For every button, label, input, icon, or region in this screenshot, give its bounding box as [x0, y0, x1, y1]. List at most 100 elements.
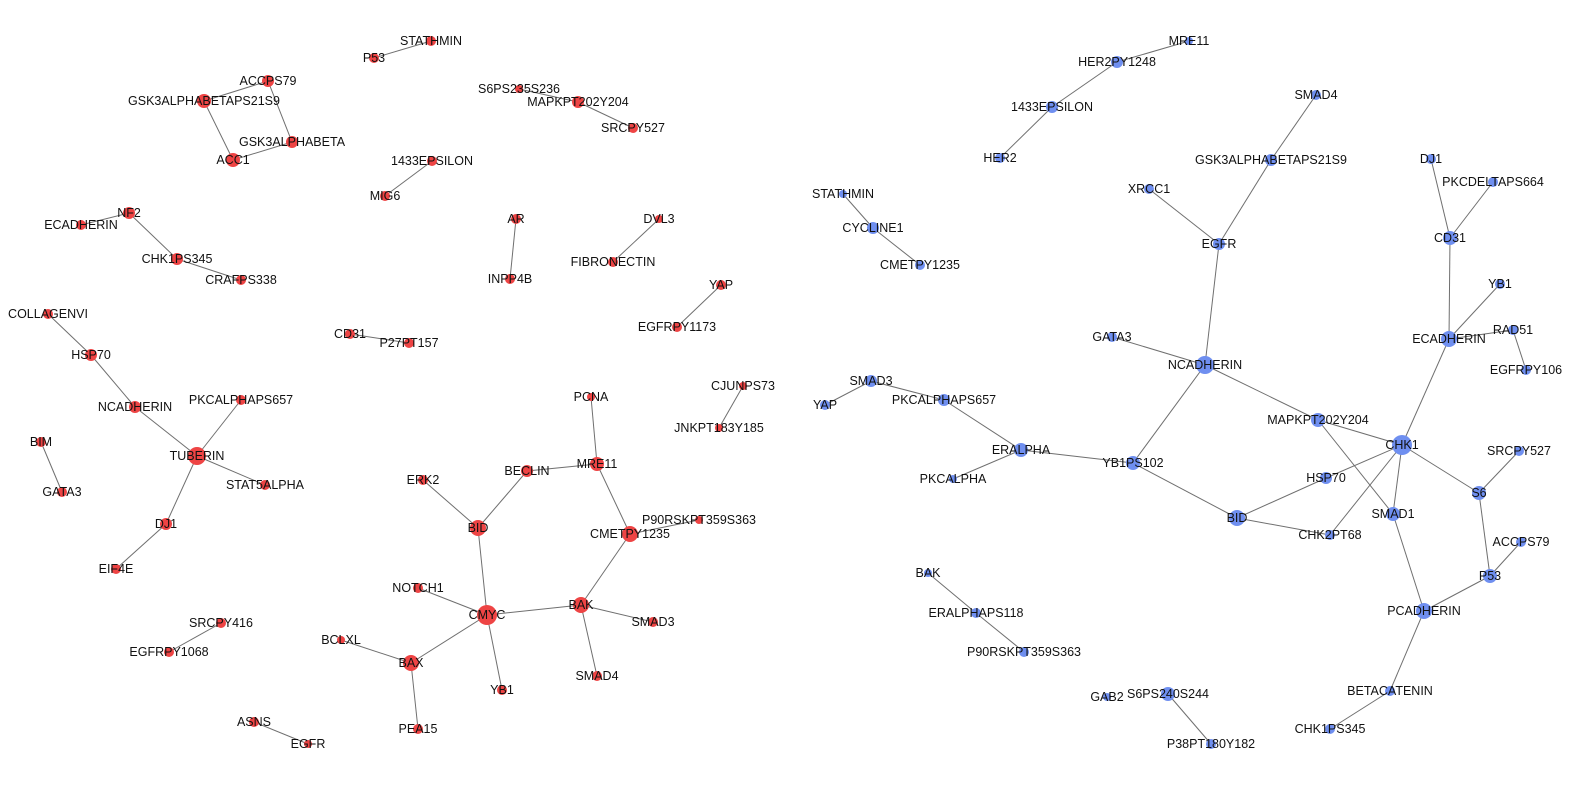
node-red-smad4[interactable] — [592, 671, 602, 681]
node-red-p53[interactable] — [369, 53, 379, 63]
node-blue-cd31[interactable] — [1443, 231, 1457, 245]
node-blue-pkcalpha[interactable] — [949, 475, 957, 483]
node-red-dvl3[interactable] — [655, 215, 663, 223]
node-red-chk1ps345[interactable] — [171, 253, 183, 265]
node-blue-xrcc1[interactable] — [1144, 184, 1154, 194]
node-red-dj1[interactable] — [160, 518, 172, 530]
node-blue-rad51[interactable] — [1508, 325, 1518, 335]
node-blue-yb1[interactable] — [1495, 279, 1505, 289]
node-blue-yap[interactable] — [820, 400, 830, 410]
node-blue-p38pt180y182[interactable] — [1206, 739, 1216, 749]
node-red-acc1[interactable] — [226, 153, 240, 167]
node-blue-mre11[interactable] — [1185, 37, 1193, 45]
node-red-gsk3alphabetaps21s9[interactable] — [197, 94, 211, 108]
node-blue-egfr[interactable] — [1213, 238, 1225, 250]
node-red-eif4e[interactable] — [111, 564, 121, 574]
node-red-ncadherin[interactable] — [129, 401, 141, 413]
node-blue-cycline1[interactable] — [867, 222, 879, 234]
node-blue-smad1[interactable] — [1386, 507, 1400, 521]
node-red-s6ps235s236[interactable] — [515, 85, 523, 93]
node-red-mapkpt202y204[interactable] — [572, 96, 584, 108]
node-blue-pkcdeltaps664[interactable] — [1488, 177, 1498, 187]
node-red-pcna[interactable] — [587, 393, 595, 401]
node-red-jnkpt183y185[interactable] — [715, 424, 723, 432]
node-blue-gsk3alphabetaps21s9[interactable] — [1265, 154, 1277, 166]
node-red-bax[interactable] — [403, 655, 419, 671]
node-blue-eralpha[interactable] — [1014, 443, 1028, 457]
node-red-ecadherin[interactable] — [76, 220, 86, 230]
node-red-pea15[interactable] — [413, 724, 423, 734]
node-red-mre11[interactable] — [590, 457, 604, 471]
node-blue-chk1ps345[interactable] — [1325, 724, 1335, 734]
node-red-cjunps73[interactable] — [739, 382, 747, 390]
node-blue-yb1ps102[interactable] — [1126, 456, 1140, 470]
node-red-yb1[interactable] — [497, 685, 507, 695]
node-red-asns[interactable] — [249, 717, 259, 727]
node-blue-pcadherin[interactable] — [1416, 603, 1432, 619]
node-red-yap[interactable] — [716, 280, 726, 290]
node-red-beclin[interactable] — [521, 465, 533, 477]
node-blue-bid[interactable] — [1229, 510, 1245, 526]
node-blue-bak[interactable] — [924, 569, 932, 577]
node-blue-stathmin[interactable] — [839, 190, 847, 198]
node-red-gsk3alphabeta[interactable] — [286, 136, 298, 148]
node-red-1433epsilon[interactable] — [427, 156, 437, 166]
node-red-pkcalphaps657[interactable] — [236, 395, 246, 405]
node-blue-ncadherin[interactable] — [1196, 356, 1214, 374]
node-blue-p53[interactable] — [1483, 569, 1497, 583]
node-red-erk2[interactable] — [418, 475, 428, 485]
node-red-srcpy416[interactable] — [216, 618, 226, 628]
node-red-egfrpy1068[interactable] — [164, 647, 174, 657]
node-blue-srcpy527[interactable] — [1514, 446, 1524, 456]
node-red-stathmin[interactable] — [426, 36, 436, 46]
node-red-srcpy527[interactable] — [628, 123, 638, 133]
node-red-gata3[interactable] — [57, 487, 67, 497]
node-red-hsp70[interactable] — [85, 349, 97, 361]
node-blue-egfrpy106[interactable] — [1521, 365, 1531, 375]
node-red-bclxl[interactable] — [337, 636, 345, 644]
node-red-collagenvi[interactable] — [43, 309, 53, 319]
node-blue-chk1[interactable] — [1392, 435, 1412, 455]
node-blue-s6[interactable] — [1472, 486, 1486, 500]
node-blue-smad4[interactable] — [1311, 90, 1321, 100]
node-blue-pkcalphaps657[interactable] — [938, 394, 950, 406]
node-blue-s6ps240s244[interactable] — [1161, 687, 1175, 701]
node-blue-ecadherin[interactable] — [1441, 331, 1457, 347]
node-red-egfr[interactable] — [304, 740, 312, 748]
node-blue-eralphaps118[interactable] — [971, 608, 981, 618]
node-red-bak[interactable] — [573, 597, 589, 613]
node-red-accps79[interactable] — [262, 75, 274, 87]
node-red-cmetpy1235[interactable] — [622, 526, 638, 542]
node-blue-1433epsilon[interactable] — [1046, 101, 1058, 113]
node-blue-hsp70[interactable] — [1320, 472, 1332, 484]
node-red-crafps338[interactable] — [236, 275, 246, 285]
node-blue-her2[interactable] — [995, 153, 1005, 163]
node-red-cd31[interactable] — [345, 329, 355, 339]
node-blue-cmetpy1235[interactable] — [915, 260, 925, 270]
node-red-p27pt157[interactable] — [404, 338, 414, 348]
node-blue-her2py1248[interactable] — [1111, 56, 1123, 68]
node-red-p90rskpt359s363[interactable] — [695, 516, 703, 524]
node-red-stat5alpha[interactable] — [260, 480, 270, 490]
node-red-smad3[interactable] — [648, 617, 658, 627]
node-red-fibronectin[interactable] — [608, 257, 618, 267]
node-red-notch1[interactable] — [413, 583, 423, 593]
node-red-bim[interactable] — [36, 437, 46, 447]
node-blue-accps79[interactable] — [1516, 537, 1526, 547]
node-blue-chk2pt68[interactable] — [1325, 530, 1335, 540]
node-blue-mapkpt202y204[interactable] — [1311, 413, 1325, 427]
node-blue-betacatenin[interactable] — [1385, 686, 1395, 696]
node-red-ar[interactable] — [511, 214, 521, 224]
node-red-mig6[interactable] — [380, 191, 390, 201]
node-red-inpp4b[interactable] — [505, 274, 515, 284]
node-blue-dj1[interactable] — [1426, 154, 1436, 164]
node-red-cmyc[interactable] — [477, 605, 497, 625]
node-red-tuberin[interactable] — [188, 447, 206, 465]
node-blue-gata3[interactable] — [1107, 332, 1117, 342]
node-blue-smad3[interactable] — [865, 375, 877, 387]
node-blue-gab2[interactable] — [1103, 693, 1111, 701]
node-red-bid[interactable] — [470, 520, 486, 536]
node-red-egfrpy1173[interactable] — [672, 322, 682, 332]
node-red-nf2[interactable] — [123, 207, 135, 219]
node-blue-p90rskpt359s363[interactable] — [1019, 647, 1029, 657]
